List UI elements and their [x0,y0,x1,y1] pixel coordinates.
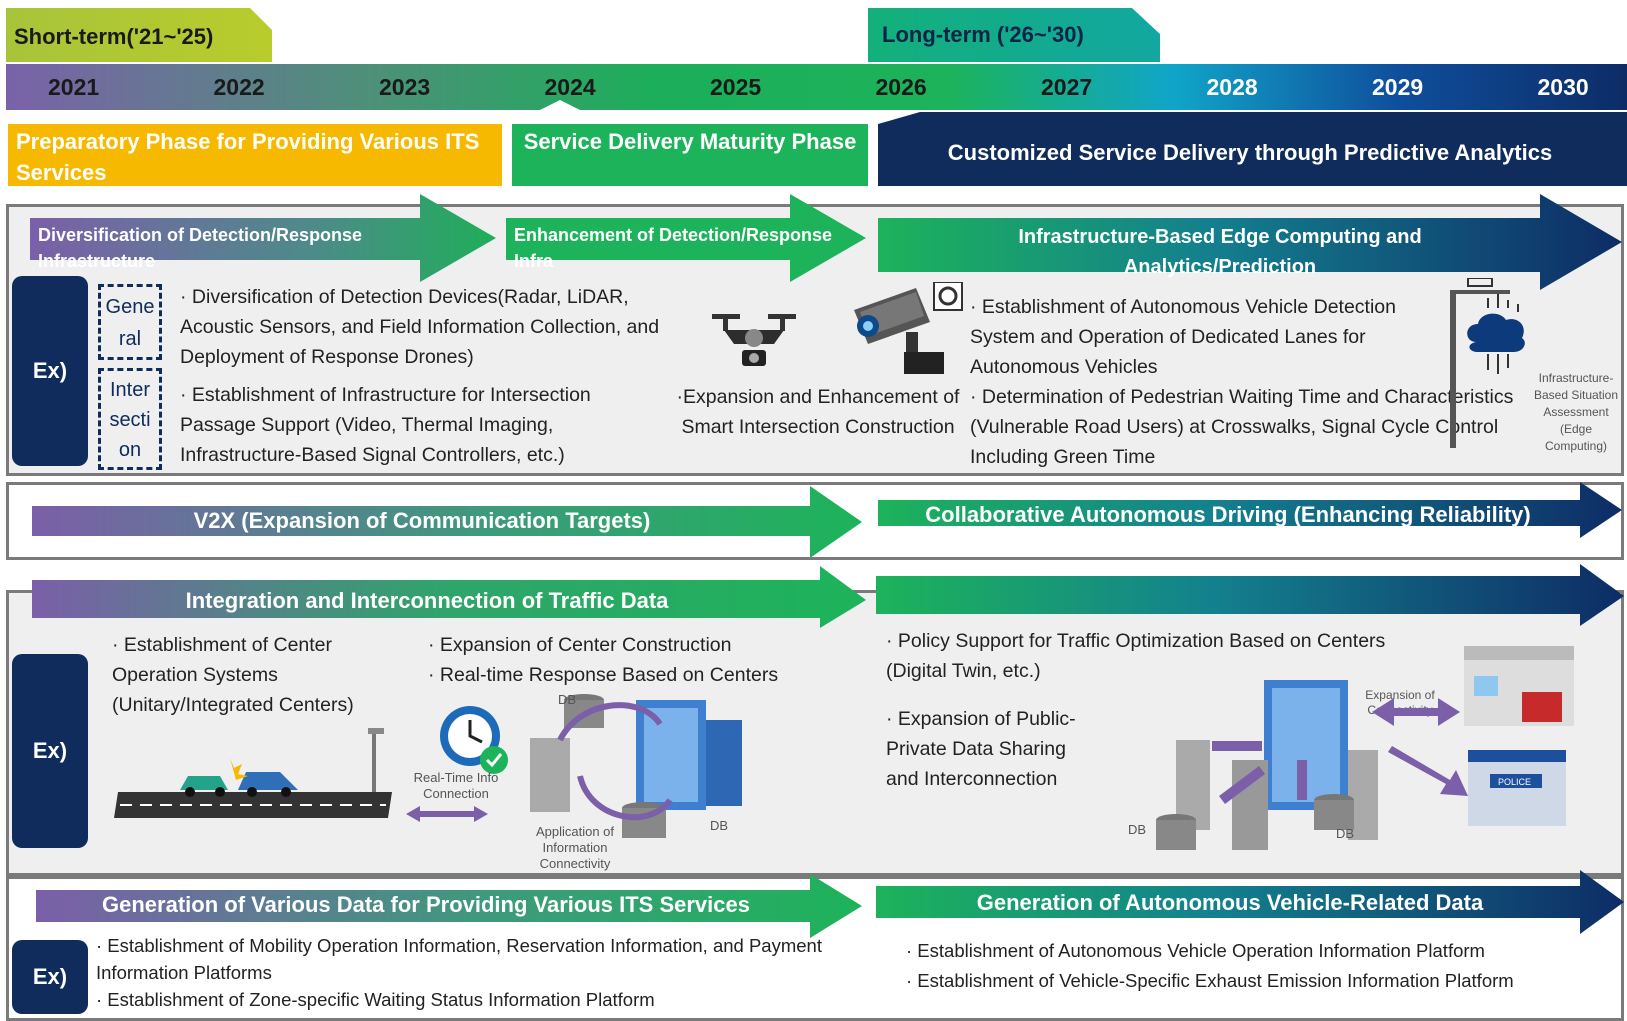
stage-preparatory: Preparatory Phase for Providing Various … [16,129,480,185]
year-label-2028: 2028 [1206,74,1258,100]
v2x-label: V2X (Expansion of Communication Targets) [193,508,651,533]
collaborative-label: Collaborative Autonomous Driving (Enhanc… [925,502,1531,527]
year-label-2027: 2027 [1041,74,1093,100]
intersection-tag: Inter secti on [98,368,162,470]
arrow-v2x [32,486,862,558]
years-band-notch [540,100,580,110]
detection-arrows [30,194,1622,290]
long-term-label: Long-term ('26~'30) [882,22,1084,47]
integration-arrows [32,564,1624,628]
edge-computing-label: Infrastructure-Based Situation Assessmen… [1533,371,1619,453]
year-label-2029: 2029 [1372,74,1424,100]
stage-maturity: Service Delivery Maturity Phase [523,129,857,154]
general-text: · Diversification of Detection Devices(R… [180,286,660,368]
arrow-integration-long [876,564,1624,626]
double-arrow-icon [406,806,488,822]
public-private-text: · Expansion of Public-Private Data Shari… [886,708,1076,790]
db-label-3: DB [1127,822,1147,837]
db-label-4: DB [1335,826,1355,841]
year-label-2025: 2025 [710,74,762,100]
smart-intersection-text: ·Expansion and Enhancement of Smart Inte… [676,386,960,438]
police-sign-text: POLICE [1498,777,1531,787]
policy-text: · Policy Support for Traffic Optimizatio… [886,630,1386,682]
pedestrian-text: · Determination of Pedestrian Waiting Ti… [970,386,1514,468]
edge-cloud-icon [1450,278,1525,448]
year-label-2022: 2022 [213,74,265,100]
year-label-2030: 2030 [1537,74,1589,100]
public-private-buildings-icon [1156,680,1378,850]
year-label-2026: 2026 [875,74,927,100]
timeline-header-graphics [6,8,1627,186]
example-badge-2: Ex) [12,654,88,848]
arrow1-label: Diversification of Detection/Response In… [38,225,363,271]
exhaust-emission-text: · Establishment of Vehicle-Specific Exha… [906,970,1514,991]
stage-navy [878,112,1627,186]
center-ops-text: · Establishment of Center Operation Syst… [112,634,354,716]
road-accident-icon [114,728,392,818]
year-label-2024: 2024 [544,74,596,100]
arrow-av-data [876,870,1624,934]
short-term-tab [6,8,272,62]
stage-green [512,124,868,186]
various-data-label: Generation of Various Data for Providing… [102,892,750,917]
arrow-various-data [36,874,862,938]
example-badge: Ex) [12,276,88,466]
arrow-collaborative [878,482,1622,538]
av-data-label: Generation of Autonomous Vehicle-Related… [976,890,1484,915]
example-badge-3: Ex) [12,940,88,1014]
waiting-status-text: · Establishment of Zone-specific Waiting… [96,989,655,1010]
realtime-response-text: · Real-time Response Based on Centers [428,664,779,686]
cctv-camera-icon [854,282,963,374]
center-expansion-text: · Expansion of Center Construction [428,634,732,656]
stage-yellow [8,124,502,186]
long-term-tab [868,8,1160,62]
db-label-2: DB [709,818,729,833]
v2x-arrows [32,482,1622,558]
arrow-edge-computing [878,194,1622,290]
clock-gear-icon [440,706,508,774]
years-band [6,64,1627,110]
av-detection-text: · Establishment of Autonomous Vehicle De… [970,296,1396,378]
application-connectivity-label: Application of Information Connectivity [535,824,615,871]
realtime-connection-label: Real-Time Info Connection [413,770,499,801]
arrow-integration [32,566,866,628]
short-term-label: Short-term('21~'25) [14,24,214,49]
mobility-platform-text: · Establishment of Mobility Operation In… [96,935,822,983]
stage-customized: Customized Service Delivery through Pred… [947,140,1553,165]
year-label-2023: 2023 [379,74,431,100]
data-center-buildings-icon [530,694,742,838]
db-label-1: DB [557,692,577,707]
intersection-text: · Establishment of Infrastructure for In… [180,384,591,466]
av-operation-text: · Establishment of Autonomous Vehicle Op… [906,940,1485,961]
arrow-enhancement [506,194,866,282]
arrow3-label: Infrastructure-Based Edge Computing and … [1018,226,1422,278]
fire-police-stations-icon: POLICE [1372,646,1574,826]
drone-icon [712,314,796,366]
general-tag: Gene ral [98,284,162,360]
arrow-diversification [30,194,496,282]
year-label-2021: 2021 [48,74,100,100]
integration-label: Integration and Interconnection of Traff… [185,588,669,613]
generation-arrows [36,870,1624,938]
arrow2-label: Enhancement of Detection/Response Infra [514,225,833,271]
